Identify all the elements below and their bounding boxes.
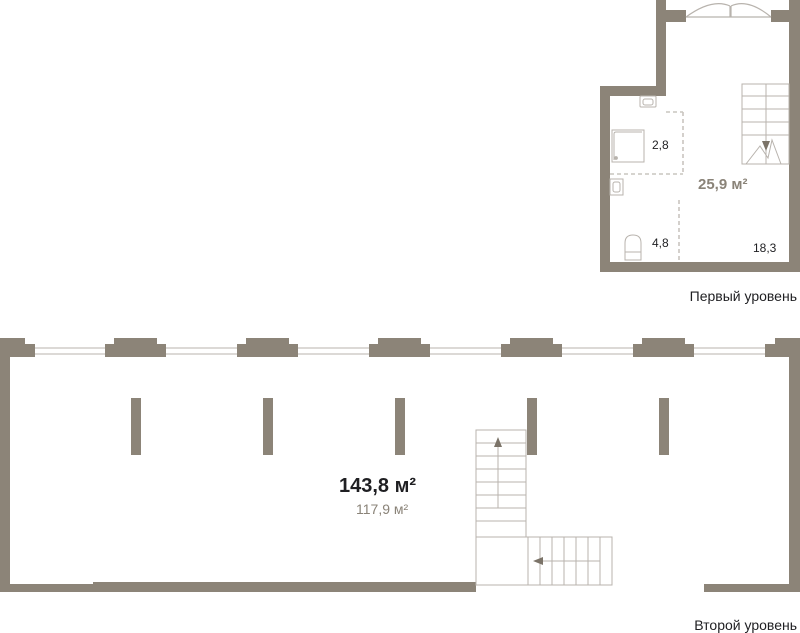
stair-arrow-down-icon — [762, 141, 770, 151]
floor2-walls — [0, 338, 800, 592]
room-label-bath: 2,8 — [652, 138, 669, 152]
stair-arrow-up-icon — [494, 437, 502, 447]
floor2-living-area: 117,9 м² — [356, 501, 409, 517]
floor1-caption: Первый уровень — [689, 288, 797, 304]
floor1-plan: 2,8 4,8 18,3 25,9 м² — [600, 0, 800, 272]
shower-icon — [611, 129, 645, 163]
floor2-stair — [475, 429, 613, 586]
entrance-door-icon — [685, 3, 772, 18]
room-label-wc: 4,8 — [652, 236, 669, 250]
floor1-walls — [600, 0, 800, 272]
washbasin-icon — [609, 178, 624, 196]
floor2-total-area: 143,8 м² — [339, 475, 416, 497]
room-label-living: 18,3 — [753, 241, 777, 255]
toilet-icon — [624, 234, 642, 261]
floor2-plan: 143,8 м² 117,9 м² — [0, 338, 800, 592]
stair-arrow-left-icon — [533, 557, 543, 565]
floor1-partitions — [610, 111, 684, 262]
floor2-caption: Второй уровень — [694, 617, 797, 633]
floor1-total-area: 25,9 м² — [698, 176, 747, 193]
sink-icon — [639, 95, 657, 108]
floor1-stair — [741, 83, 790, 165]
